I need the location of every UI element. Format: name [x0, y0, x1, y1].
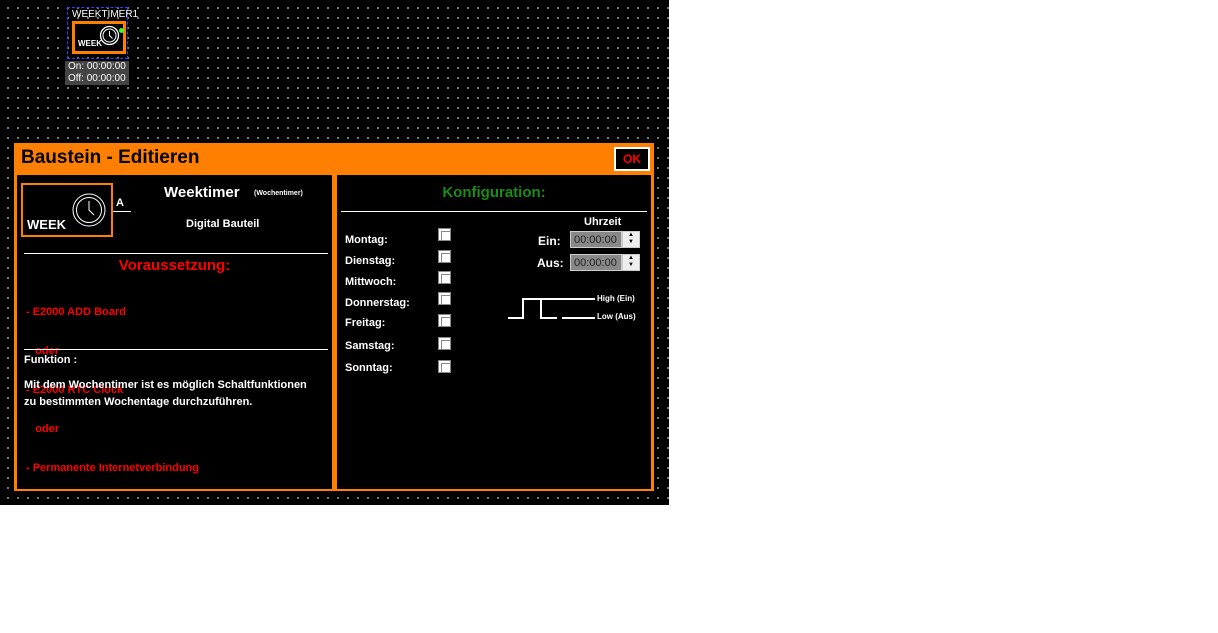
divider [24, 349, 328, 350]
off-time-spinner[interactable]: ▲▼ [622, 254, 640, 271]
checkbox-samstag[interactable] [438, 337, 451, 350]
day-label-sonntag: Sonntag: [345, 362, 393, 374]
icon-label: WEEK [27, 217, 66, 232]
requirements-list: - E2000 ADD Board oder - E2000 RTC Clock… [26, 280, 199, 501]
checkbox-montag[interactable] [438, 228, 451, 241]
divider [341, 211, 647, 212]
ok-button[interactable]: OK [614, 147, 650, 171]
component-icon-box: WEEK [21, 183, 113, 237]
component-name-sub: (Wochentimer) [254, 190, 303, 197]
day-label-samstag: Samstag: [345, 340, 395, 352]
component-type: Digital Bauteil [186, 218, 260, 230]
off-time-readout: Off: 00:00:00 [65, 73, 129, 85]
on-label: Ein: [538, 234, 561, 248]
clock-icon [99, 25, 120, 46]
checkbox-donnerstag[interactable] [438, 292, 451, 305]
day-label-dienstag: Dienstag: [345, 255, 396, 267]
component-name: Weektimer [164, 184, 240, 201]
output-line [113, 211, 131, 212]
function-text: Mit dem Wochentimer ist es möglich Schal… [24, 379, 307, 408]
checkbox-dienstag[interactable] [438, 250, 451, 263]
weektimer-component[interactable]: WEEK [72, 21, 126, 54]
checkbox-sonntag[interactable] [438, 360, 451, 373]
checkbox-freitag[interactable] [438, 314, 451, 327]
day-label-montag: Montag: [345, 234, 388, 246]
edit-dialog: Baustein - Editieren OK WEEK A Weektimer… [14, 143, 654, 491]
component-selection[interactable] [67, 7, 128, 59]
component-title: WEEKTIMER1 [72, 9, 139, 20]
requirements-title: Voraussetzung: [118, 257, 231, 274]
requirement-item: oder [26, 345, 60, 357]
divider [24, 253, 328, 254]
dialog-title: Baustein - Editieren [21, 147, 200, 168]
function-title: Funktion : [24, 354, 78, 366]
output-pin[interactable] [119, 28, 124, 33]
workspace-canvas[interactable]: WEEKTIMER1 WEEK On: 00:00:00 Off: 00:00:… [0, 0, 669, 505]
requirement-item: oder [26, 423, 60, 435]
config-panel: Konfiguration: Montag: Dienstag: Mittwoc… [337, 175, 651, 489]
off-label: Aus: [537, 256, 564, 270]
on-time-readout: On: 00:00:00 [65, 61, 129, 73]
requirement-item: - E2000 RTC Clock [26, 384, 124, 396]
requirement-item: - Permanente Internetverbindung [26, 462, 199, 474]
day-label-freitag: Freitag: [345, 317, 386, 329]
requirement-item: - E2000 ADD Board [26, 306, 126, 318]
day-label-mittwoch: Mittwoch: [345, 276, 397, 288]
on-time-input[interactable]: 00:00:00 [570, 231, 622, 248]
day-label-donnerstag: Donnerstag: [345, 297, 410, 309]
info-panel: WEEK A Weektimer (Wochentimer) Digital B… [17, 175, 332, 489]
off-time-input[interactable]: 00:00:00 [570, 254, 622, 271]
output-label: A [116, 197, 124, 209]
signal-diagram-icon [508, 298, 595, 319]
component-label: WEEK [78, 39, 102, 48]
clock-icon [72, 193, 106, 227]
on-time-spinner[interactable]: ▲▼ [622, 231, 640, 248]
time-header: Uhrzeit [584, 216, 622, 228]
config-title: Konfiguration: [442, 184, 546, 201]
checkbox-mittwoch[interactable] [438, 271, 451, 284]
high-label: High (Ein) [597, 294, 635, 303]
low-label: Low (Aus) [597, 312, 636, 321]
